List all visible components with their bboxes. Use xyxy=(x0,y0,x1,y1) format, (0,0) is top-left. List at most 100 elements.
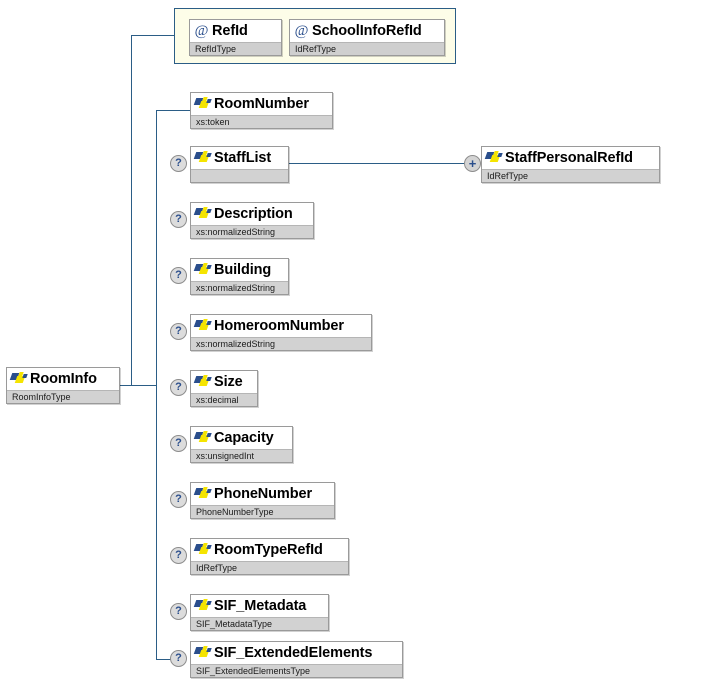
phonenumber-title: PhoneNumber xyxy=(191,483,334,505)
optional-marker-text: ? xyxy=(175,652,182,664)
sif-metadata-type: SIF_MetadataType xyxy=(191,617,328,630)
element-node-size[interactable]: Size xs:decimal xyxy=(190,370,258,407)
description-type: xs:normalizedString xyxy=(191,225,313,238)
element-node-phonenumber[interactable]: PhoneNumber PhoneNumberType xyxy=(190,482,335,519)
size-type: xs:decimal xyxy=(191,393,257,406)
element-node-roomtyperefid[interactable]: RoomTypeRefId IdRefType xyxy=(190,538,349,575)
optional-icon-sif-metadata[interactable]: ? xyxy=(170,603,187,620)
optional-icon-homeroomnumber[interactable]: ? xyxy=(170,323,187,340)
element-icon xyxy=(193,151,212,165)
attribute-refid-type: RefIdType xyxy=(190,42,281,55)
element-node-roomnumber[interactable]: RoomNumber xs:token xyxy=(190,92,333,129)
optional-marker-text: ? xyxy=(175,493,182,505)
connector-root-stem xyxy=(120,385,157,386)
building-label: Building xyxy=(214,262,272,278)
connector-stafflist-to-staffpersonalrefid xyxy=(289,163,466,164)
element-node-homeroomnumber[interactable]: HomeroomNumber xs:normalizedString xyxy=(190,314,372,351)
description-title: Description xyxy=(191,203,313,225)
capacity-label: Capacity xyxy=(214,430,274,446)
description-label: Description xyxy=(214,206,293,222)
roomnumber-title: RoomNumber xyxy=(191,93,332,115)
optional-marker-text: ? xyxy=(175,213,182,225)
homeroomnumber-title: HomeroomNumber xyxy=(191,315,371,337)
element-icon xyxy=(193,599,212,613)
attribute-icon: @ xyxy=(194,22,209,39)
roomnumber-label: RoomNumber xyxy=(214,96,309,112)
optional-marker-text: ? xyxy=(175,269,182,281)
roominfo-title: RoomInfo xyxy=(7,368,119,390)
optional-icon-capacity[interactable]: ? xyxy=(170,435,187,452)
connector-stub-roomnumber xyxy=(156,110,190,111)
connector-attribute-branch-horizontal xyxy=(131,35,175,36)
optional-icon-description[interactable]: ? xyxy=(170,211,187,228)
attribute-group-container: @ RefId RefIdType @ SchoolInfoRefId IdRe… xyxy=(174,8,456,64)
phonenumber-type: PhoneNumberType xyxy=(191,505,334,518)
optional-marker-text: ? xyxy=(175,605,182,617)
element-icon xyxy=(193,375,212,389)
optional-icon-roomtyperefid[interactable]: ? xyxy=(170,547,187,564)
staffpersonalrefid-title: StaffPersonalRefId xyxy=(482,147,659,169)
element-node-stafflist[interactable]: StaffList xyxy=(190,146,289,183)
roomtyperefid-title: RoomTypeRefId xyxy=(191,539,348,561)
roomtyperefid-label: RoomTypeRefId xyxy=(214,542,323,558)
optional-icon-size[interactable]: ? xyxy=(170,379,187,396)
element-node-sif-metadata[interactable]: SIF_Metadata SIF_MetadataType xyxy=(190,594,329,631)
element-icon xyxy=(193,319,212,333)
connector-attribute-branch-vertical xyxy=(131,35,132,385)
element-node-staffpersonalrefid[interactable]: StaffPersonalRefId IdRefType xyxy=(481,146,660,183)
capacity-type: xs:unsignedInt xyxy=(191,449,292,462)
element-icon xyxy=(193,543,212,557)
optional-icon-stafflist[interactable]: ? xyxy=(170,155,187,172)
element-node-building[interactable]: Building xs:normalizedString xyxy=(190,258,289,295)
optional-marker-text: ? xyxy=(175,437,182,449)
optional-icon-sif-extendedelements[interactable]: ? xyxy=(170,650,187,667)
expand-marker-text: + xyxy=(468,156,477,171)
element-node-sif-extendedelements[interactable]: SIF_ExtendedElements SIF_ExtendedElement… xyxy=(190,641,403,678)
connector-stub-sifextendedelements xyxy=(156,659,172,660)
sif-extendedelements-label: SIF_ExtendedElements xyxy=(214,645,373,661)
element-icon xyxy=(484,151,503,165)
attribute-schoolinforefid-type: IdRefType xyxy=(290,42,444,55)
element-node-description[interactable]: Description xs:normalizedString xyxy=(190,202,314,239)
homeroomnumber-label: HomeroomNumber xyxy=(214,318,344,334)
element-icon xyxy=(193,207,212,221)
sif-extendedelements-title: SIF_ExtendedElements xyxy=(191,642,402,664)
attribute-node-schoolinforefid[interactable]: @ SchoolInfoRefId IdRefType xyxy=(289,19,445,56)
sif-metadata-label: SIF_Metadata xyxy=(214,598,307,614)
element-icon xyxy=(193,97,212,111)
optional-marker-text: ? xyxy=(175,157,182,169)
optional-marker-text: ? xyxy=(175,549,182,561)
optional-marker-text: ? xyxy=(175,381,182,393)
expand-icon-staffpersonalrefid[interactable]: + xyxy=(464,155,481,172)
stafflist-type xyxy=(191,169,288,182)
sif-metadata-title: SIF_Metadata xyxy=(191,595,328,617)
stafflist-label: StaffList xyxy=(214,150,272,166)
attribute-node-refid[interactable]: @ RefId RefIdType xyxy=(189,19,282,56)
attribute-icon: @ xyxy=(294,22,309,39)
attribute-refid-label: RefId xyxy=(212,23,248,39)
staffpersonalrefid-type: IdRefType xyxy=(482,169,659,182)
element-icon xyxy=(9,372,28,386)
capacity-title: Capacity xyxy=(191,427,292,449)
attribute-schoolinforefid-label: SchoolInfoRefId xyxy=(312,23,422,39)
element-icon xyxy=(193,431,212,445)
roomnumber-type: xs:token xyxy=(191,115,332,128)
element-node-roominfo[interactable]: RoomInfo RoomInfoType xyxy=(6,367,120,404)
building-type: xs:normalizedString xyxy=(191,281,288,294)
element-node-capacity[interactable]: Capacity xs:unsignedInt xyxy=(190,426,293,463)
building-title: Building xyxy=(191,259,288,281)
roominfo-type: RoomInfoType xyxy=(7,390,119,403)
attribute-schoolinforefid-title: @ SchoolInfoRefId xyxy=(290,20,444,42)
optional-icon-phonenumber[interactable]: ? xyxy=(170,491,187,508)
attribute-refid-title: @ RefId xyxy=(190,20,281,42)
connector-element-branch-vertical xyxy=(156,110,157,659)
staffpersonalrefid-label: StaffPersonalRefId xyxy=(505,150,633,166)
optional-icon-building[interactable]: ? xyxy=(170,267,187,284)
element-icon xyxy=(193,487,212,501)
optional-marker-text: ? xyxy=(175,325,182,337)
size-title: Size xyxy=(191,371,257,393)
roomtyperefid-type: IdRefType xyxy=(191,561,348,574)
sif-extendedelements-type: SIF_ExtendedElementsType xyxy=(191,664,402,677)
phonenumber-label: PhoneNumber xyxy=(214,486,312,502)
